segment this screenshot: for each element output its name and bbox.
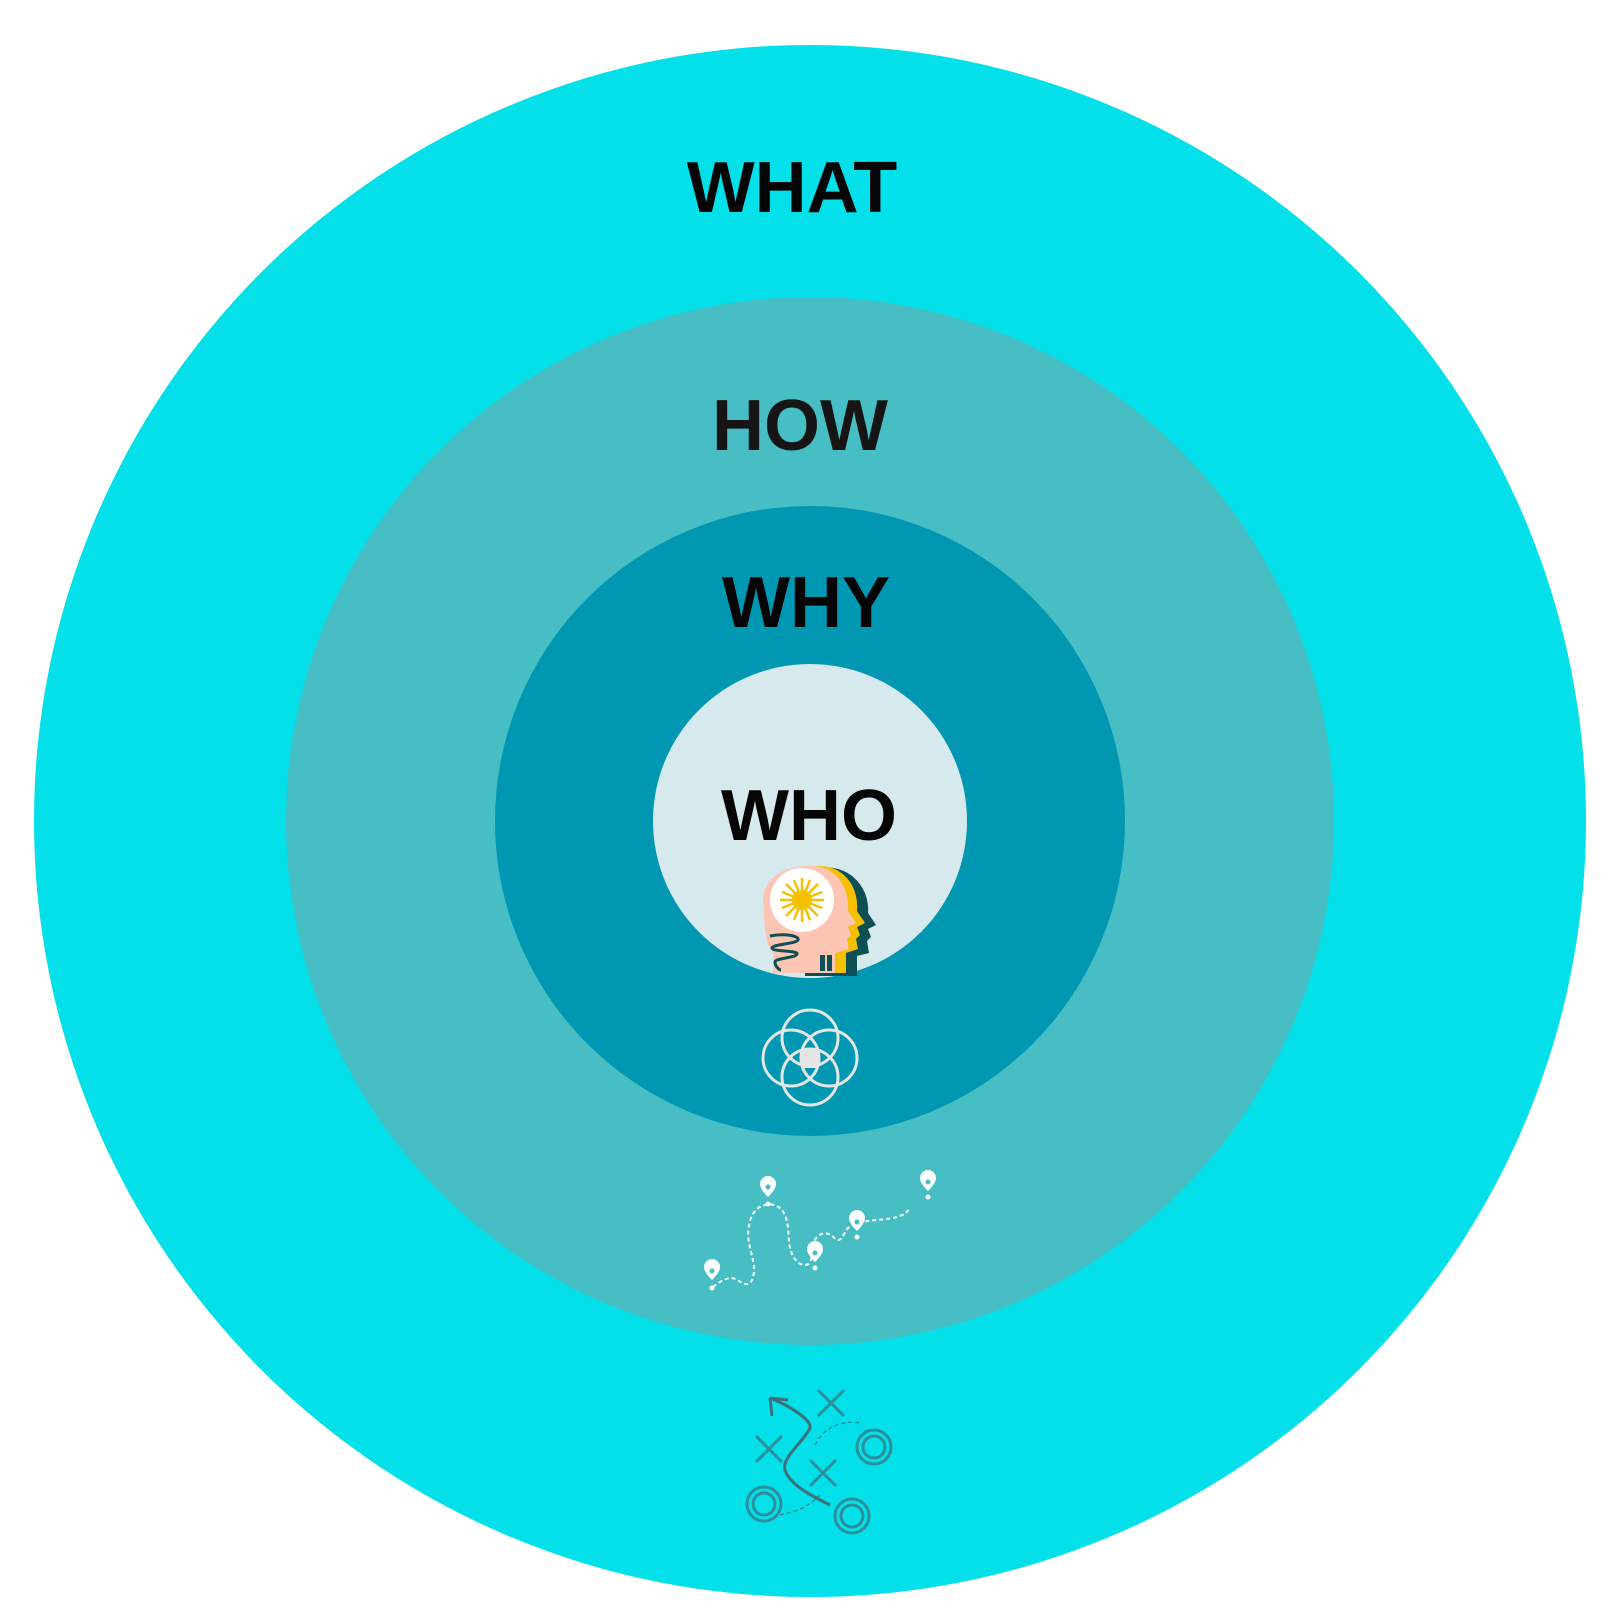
label-what: WHAT — [687, 148, 898, 228]
label-why: WHY — [722, 563, 890, 643]
ring-who — [653, 664, 967, 978]
route-map-pins-icon — [704, 1170, 936, 1291]
person-head-sun-icon — [763, 865, 876, 976]
overlapping-circles-icon — [761, 1008, 859, 1107]
strategy-playbook-icon — [745, 1388, 893, 1535]
label-who: WHO — [721, 776, 897, 856]
label-how: HOW — [712, 386, 888, 466]
